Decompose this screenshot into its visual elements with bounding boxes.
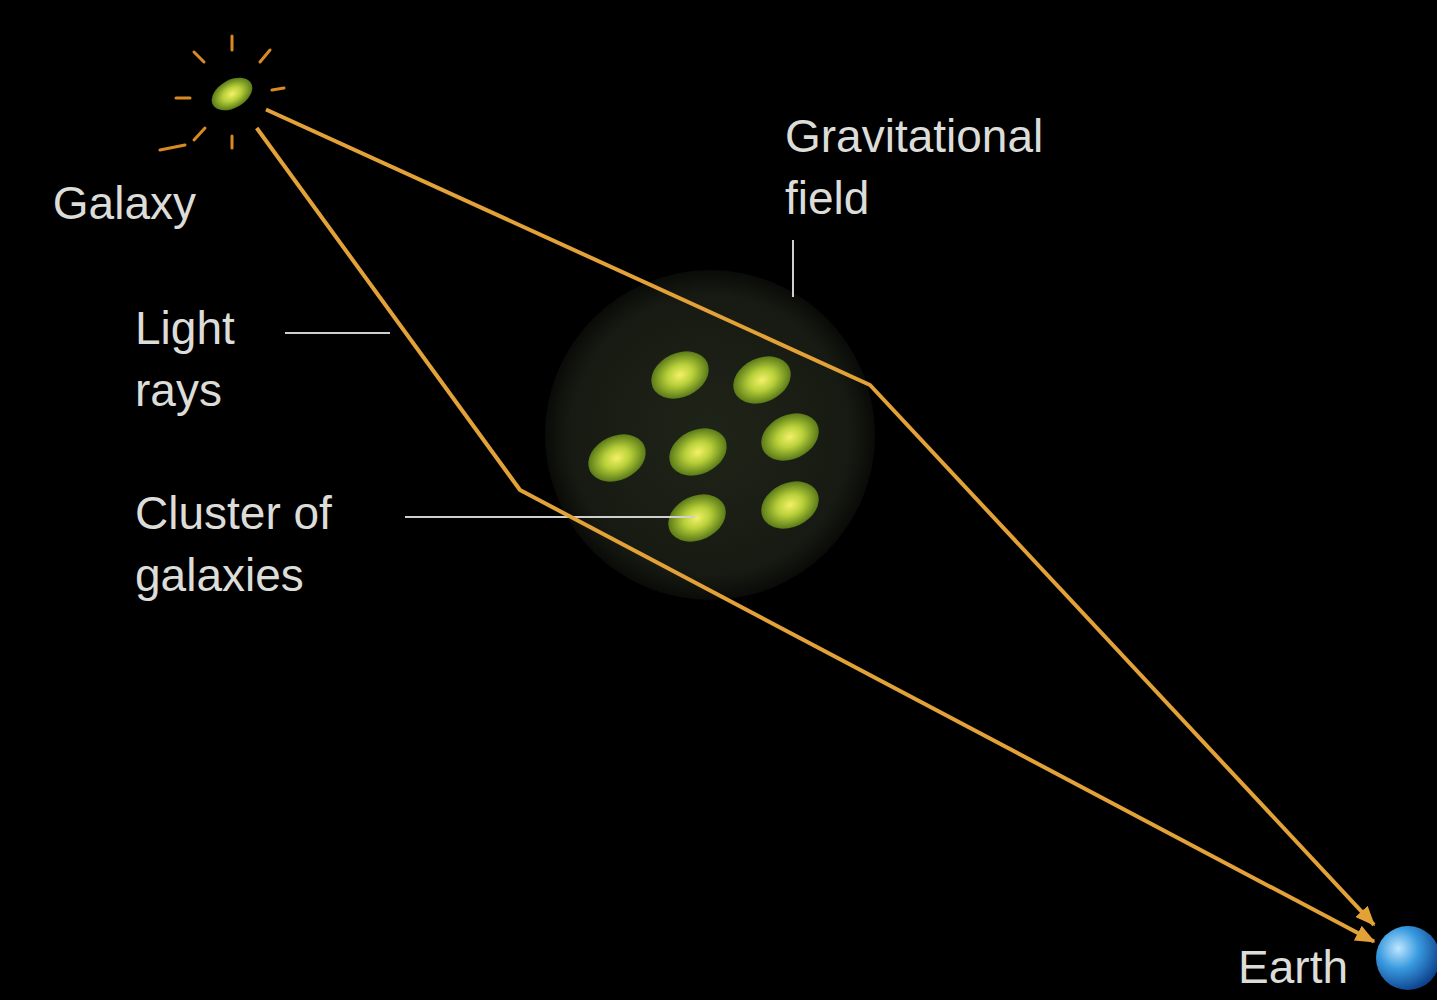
galaxy-node: Galaxy: [198, 60, 266, 128]
gravitational-field: [545, 270, 875, 600]
source-galaxy: [160, 36, 284, 150]
field-label: Gravitational field: [785, 105, 1125, 229]
earth-globe: [1376, 926, 1437, 990]
light-ray: [257, 128, 1374, 942]
rays-label: Light rays: [135, 297, 285, 421]
earth-node: Earth: [1374, 924, 1436, 992]
cluster-label: Cluster of galaxies: [135, 482, 395, 606]
cluster-galaxies: [581, 342, 827, 550]
leader-lines: [285, 240, 793, 517]
node-name: Earth: [1238, 936, 1348, 998]
light-ray: [266, 110, 1374, 925]
node-name: Galaxy: [53, 172, 196, 234]
